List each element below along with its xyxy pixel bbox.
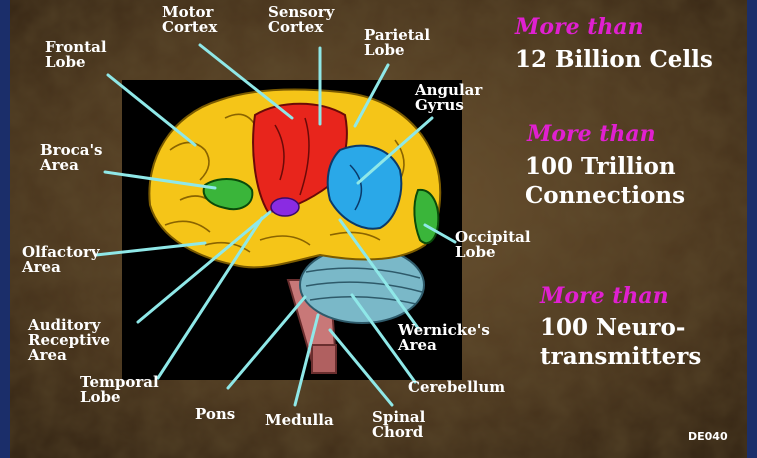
label-sensory-cortex: Sensory Cortex: [268, 5, 334, 35]
fact-1-text: 12 Billion Cells: [515, 45, 713, 74]
label-cerebellum: Cerebellum: [408, 380, 505, 395]
purple-region: [271, 198, 299, 216]
fact-2-text: 100 Trillion Connections: [525, 152, 685, 210]
label-brocas-area: Broca's Area: [40, 143, 102, 173]
slide-code: DE040: [688, 430, 728, 443]
fact-3-prefix: More than: [540, 283, 669, 309]
label-wernickes-area: Wernicke's Area: [398, 323, 490, 353]
label-medulla: Medulla: [265, 413, 334, 428]
label-angular-gyrus: Angular Gyrus: [415, 83, 482, 113]
label-auditory-receptive-area: Auditory Receptive Area: [28, 318, 110, 363]
fact-2-prefix: More than: [527, 121, 656, 147]
spinal-chord-shape: [312, 345, 336, 373]
label-olfactory-area: Olfactory Area: [22, 245, 100, 275]
label-occipital-lobe: Occipital Lobe: [455, 230, 531, 260]
fact-3-text: 100 Neuro- transmitters: [540, 313, 701, 371]
fact-1-prefix: More than: [515, 14, 644, 40]
label-temporal-lobe: Temporal Lobe: [80, 375, 159, 405]
label-pons: Pons: [195, 407, 235, 422]
label-motor-cortex: Motor Cortex: [162, 5, 217, 35]
label-spinal-chord: Spinal Chord: [372, 410, 425, 440]
label-parietal-lobe: Parietal Lobe: [364, 28, 430, 58]
label-frontal-lobe: Frontal Lobe: [45, 40, 107, 70]
